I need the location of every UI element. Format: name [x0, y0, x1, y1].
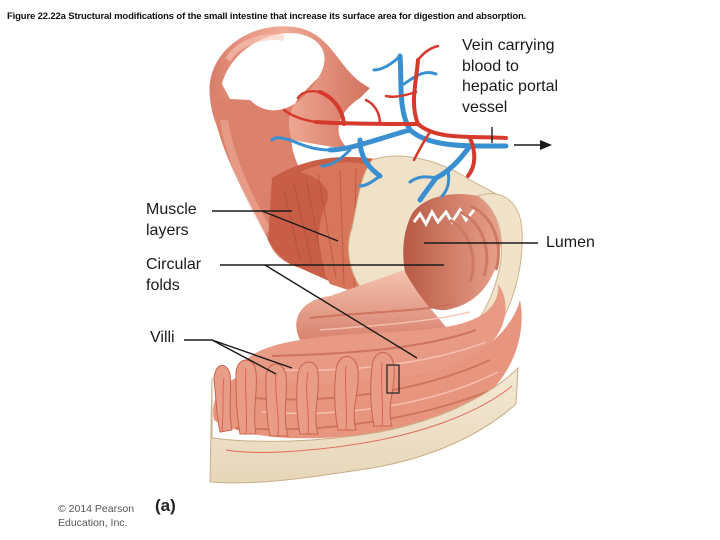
vein-label: Vein carrying blood to hepatic portal ve… [462, 36, 558, 118]
villi-label: Villi [150, 328, 175, 349]
muscle-layers-label: Muscle layers [146, 200, 197, 241]
copyright-notice: © 2014 Pearson Education, Inc. [58, 502, 150, 530]
part-label: (a) [152, 496, 179, 516]
circular-folds-label: Circular folds [146, 255, 201, 296]
lumen-label: Lumen [546, 233, 595, 254]
arrow-head-icon [540, 140, 552, 150]
